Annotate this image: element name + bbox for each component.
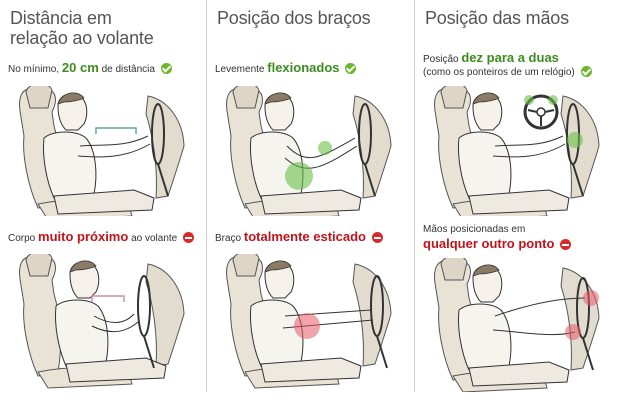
caption-highlight: muito próximo: [38, 229, 129, 244]
caption-prefix: Levemente: [215, 64, 265, 75]
distance-title: Distância em relação ao volante: [10, 8, 154, 48]
hand-marker: [548, 95, 558, 105]
elbow-marker: [294, 313, 320, 339]
hand-marker: [524, 95, 534, 105]
caption-highlight: totalmente esticado: [243, 229, 366, 244]
distance-bracket: [91, 295, 125, 302]
distance-bad-illustration: [8, 254, 203, 392]
hands-bad-illustration: [423, 258, 618, 392]
arms-column: Posição dos braços Levemente flexionados…: [207, 0, 413, 400]
distance-title-line2: relação ao volante: [10, 28, 154, 48]
arms-good-caption: Levemente flexionados: [215, 60, 357, 76]
hand-marker: [583, 290, 599, 306]
check-icon: [160, 63, 172, 74]
arms-good-illustration: [215, 86, 410, 216]
wrist-marker: [318, 141, 332, 155]
caption-prefix: Posição: [423, 54, 459, 65]
arms-title: Posição dos braços: [217, 8, 371, 28]
caption-highlight: dez para a duas: [461, 50, 559, 65]
caption-suffix: ao volante: [131, 233, 178, 244]
caption-prefix: Braço: [215, 233, 242, 244]
steering-wheel-inset: [523, 94, 559, 130]
elbow-marker: [285, 162, 313, 190]
distance-good-caption: No mínimo, 20 cm de distância: [8, 60, 172, 76]
hands-good-note: (como os ponteiros de um relógio): [423, 66, 592, 79]
hands-column: Posição das mãos Posição dez para a duas…: [415, 0, 620, 400]
no-entry-icon: [560, 239, 572, 250]
distance-column: Distância em relação ao volante No mínim…: [0, 0, 205, 400]
hands-good-caption: Posição dez para a duas: [423, 50, 559, 66]
caption-prefix: Corpo: [8, 233, 36, 244]
caption-prefix: No mínimo,: [8, 64, 60, 75]
divider: [414, 0, 415, 392]
caption-note: (como os ponteiros de um relógio): [423, 67, 575, 78]
hand-marker: [565, 324, 581, 340]
check-icon: [345, 63, 357, 74]
hands-bad-caption-line1: Mãos posicionadas em: [423, 224, 526, 235]
hands-title: Posição das mãos: [425, 8, 569, 28]
hands-good-illustration: [423, 86, 618, 216]
arms-bad-caption: Braço totalmente esticado: [215, 229, 383, 245]
distance-bad-caption: Corpo muito próximo ao volante: [8, 229, 195, 245]
no-entry-icon: [183, 232, 195, 243]
distance-title-line1: Distância em: [10, 8, 112, 28]
hand-marker: [567, 132, 583, 148]
hands-bad-caption: qualquer outro ponto: [423, 236, 572, 252]
caption-suffix: de distância: [101, 64, 155, 75]
arms-bad-illustration: [215, 254, 410, 392]
caption-highlight: qualquer outro ponto: [423, 236, 555, 251]
caption-highlight: 20 cm: [61, 60, 99, 75]
distance-bracket: [95, 127, 137, 134]
check-icon: [580, 66, 592, 77]
divider: [206, 0, 207, 392]
caption-highlight: flexionados: [267, 60, 340, 75]
distance-good-illustration: [8, 86, 203, 216]
no-entry-icon: [371, 232, 383, 243]
